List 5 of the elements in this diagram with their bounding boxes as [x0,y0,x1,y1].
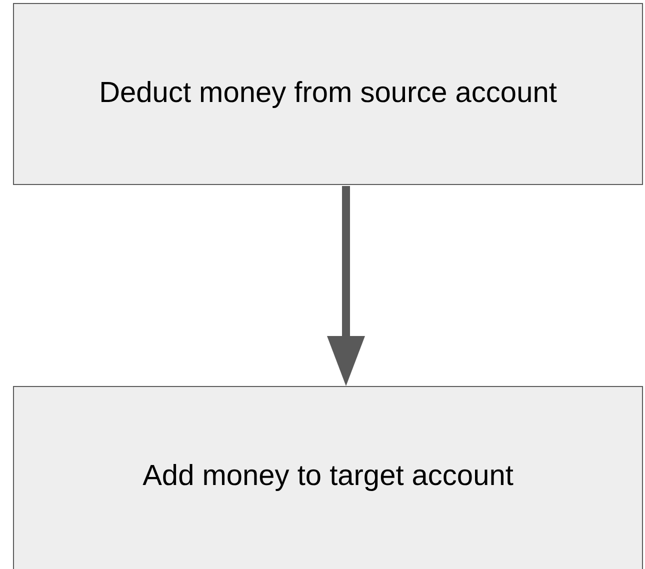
process-box [13,386,643,569]
process-box [13,3,643,185]
box-label: Deduct money from source account [99,76,557,112]
arrow [327,186,365,386]
box-label: Add money to target account [142,458,514,494]
